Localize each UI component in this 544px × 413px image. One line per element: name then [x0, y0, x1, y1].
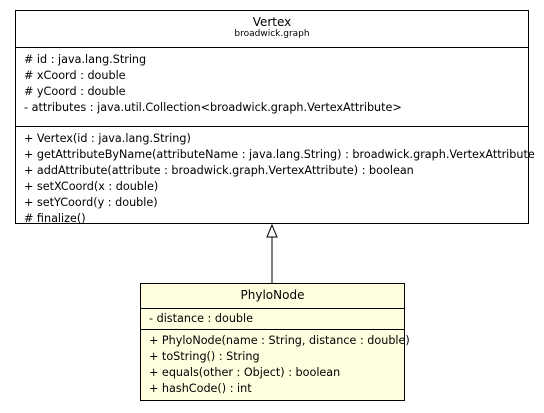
phylonode-class-name: PhyloNode — [240, 288, 305, 302]
vertex-operation-get-attribute-by-name: + getAttributeByName(attributeName : jav… — [24, 148, 535, 161]
vertex-operation-add-attribute: + addAttribute(attribute : broadwick.gra… — [24, 164, 414, 177]
phylonode-operation-equals: + equals(other : Object) : boolean — [149, 366, 341, 379]
phylonode-class-header: PhyloNode — [141, 284, 404, 309]
vertex-class-box: Vertex broadwick.graph # id : java.lang.… — [15, 10, 535, 227]
vertex-operation-set-xcoord: + setXCoord(x : double) — [24, 180, 159, 193]
vertex-operation-finalize: # finalize() — [24, 212, 86, 225]
vertex-operation-set-ycoord: + setYCoord(y : double) — [24, 196, 158, 209]
phylonode-operation-to-string: + toString() : String — [149, 350, 260, 363]
vertex-attribute-id: # id : java.lang.String — [24, 53, 147, 66]
vertex-class-name: Vertex — [252, 15, 292, 29]
phylonode-attributes-compartment: - distance : double — [141, 309, 404, 330]
phylonode-operation-constructor: + PhyloNode(name : String, distance : do… — [149, 334, 410, 347]
vertex-attribute-attributes: - attributes : java.util.Collection<broa… — [24, 101, 402, 114]
vertex-operations-compartment: + Vertex(id : java.lang.String) + getAtt… — [16, 127, 535, 227]
phylonode-class-box: PhyloNode - distance : double + PhyloNod… — [140, 283, 410, 401]
vertex-class-package: broadwick.graph — [234, 29, 310, 39]
vertex-attribute-ycoord: # yCoord : double — [24, 85, 126, 98]
vertex-attributes-compartment: # id : java.lang.String # xCoord : doubl… — [16, 48, 528, 127]
vertex-class-header: Vertex broadwick.graph — [16, 11, 528, 48]
vertex-operation-constructor: + Vertex(id : java.lang.String) — [24, 132, 191, 145]
phylonode-attribute-distance: - distance : double — [149, 312, 254, 325]
phylonode-operations-compartment: + PhyloNode(name : String, distance : do… — [141, 330, 410, 397]
vertex-attribute-xcoord: # xCoord : double — [24, 69, 126, 82]
phylonode-operation-hash-code: + hashCode() : int — [149, 382, 252, 395]
